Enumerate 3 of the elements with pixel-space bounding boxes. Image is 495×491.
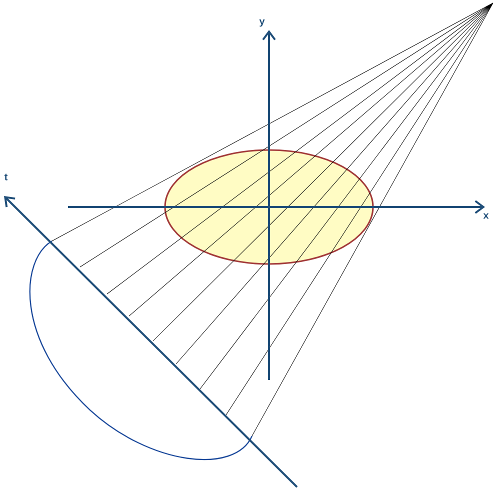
axis-label: t — [4, 174, 8, 180]
axis-label: y — [259, 19, 265, 27]
axis-label: x — [483, 213, 489, 219]
